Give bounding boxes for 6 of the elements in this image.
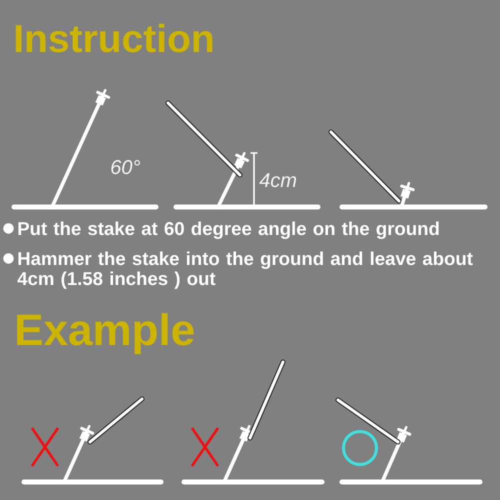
instruction-text: Hammer the stake into the ground and leave about 4cm (1.58 inches ) out: [17, 252, 473, 289]
section-heading: Example: [17, 313, 194, 354]
section-heading: Instruction: [16, 24, 212, 52]
instruction-text: Put the stake at 60 degree angle on the ground: [18, 222, 439, 239]
dimension-label: 4cm: [259, 173, 296, 188]
angle-label: 60°: [111, 160, 140, 174]
